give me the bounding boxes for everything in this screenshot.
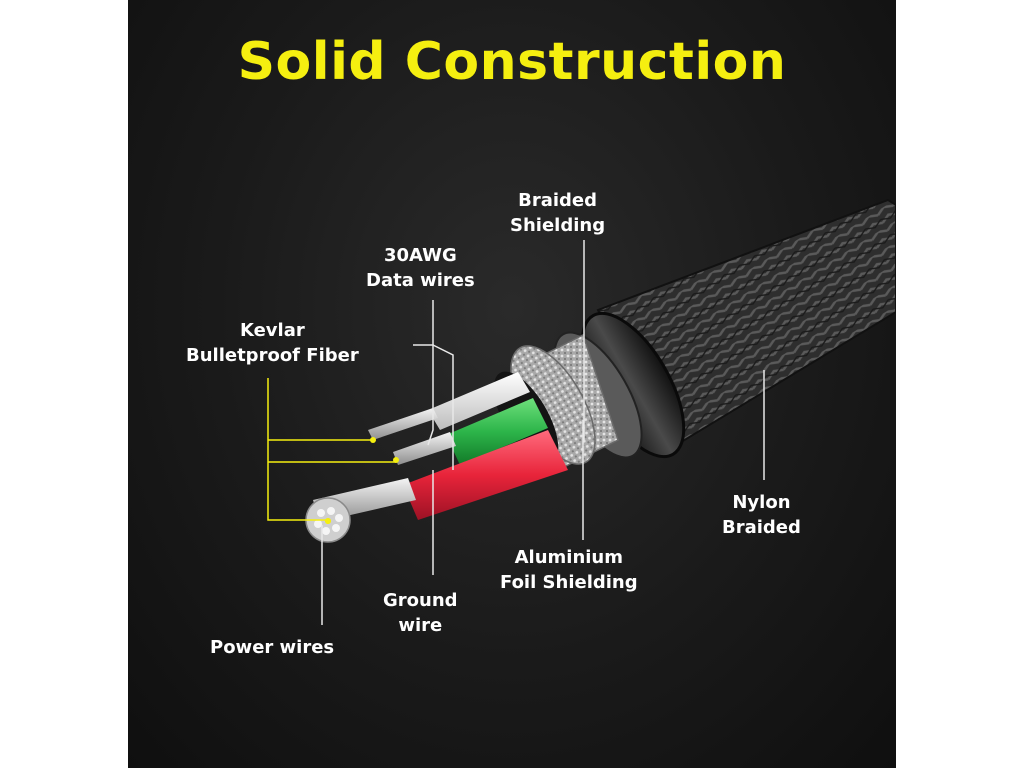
aluminium-foil-sleeve	[510, 333, 619, 472]
label-braided-shielding-line1: Braided	[518, 190, 597, 211]
label-nylon-braided: Nylon Braided	[722, 490, 801, 540]
leader-data-wires-left	[413, 344, 434, 446]
label-braided-shielding: Braided Shielding	[510, 188, 605, 238]
label-data-wires-line1: 30AWG	[383, 245, 457, 266]
label-kevlar-sub: Bulletproof Fiber	[186, 345, 359, 366]
diagram-panel: Solid Construction	[128, 0, 896, 768]
label-ground-wire-line2: wire	[398, 615, 443, 636]
label-ground-wire: Ground wire	[383, 588, 458, 638]
page-title: Solid Construction	[237, 32, 787, 92]
label-power-wires: Power wires	[210, 637, 335, 658]
label-aluminium-foil-line2: Foil Shielding	[500, 572, 638, 593]
label-nylon-braided-line1: Nylon	[732, 492, 791, 513]
label-braided-shielding-line2: Shielding	[510, 215, 606, 236]
label-ground-wire-line1: Ground	[383, 590, 458, 611]
label-kevlar-title: Kevlar	[239, 320, 305, 341]
leader-kevlar	[267, 378, 396, 521]
green-data-wire	[393, 398, 548, 465]
label-aluminium-foil-line1: Aluminium	[514, 547, 624, 568]
label-aluminium-foil: Aluminium Foil Shielding	[500, 545, 638, 595]
cable-illustration	[267, 198, 896, 625]
leader-lines	[321, 240, 765, 625]
label-data-wires-line2: Data wires	[366, 270, 475, 291]
label-data-wires: 30AWG Data wires	[366, 243, 475, 293]
label-nylon-braided-line2: Braided	[722, 517, 801, 538]
leader-data-wires-right	[432, 344, 454, 470]
label-kevlar: Kevlar Bulletproof Fiber	[186, 318, 359, 368]
